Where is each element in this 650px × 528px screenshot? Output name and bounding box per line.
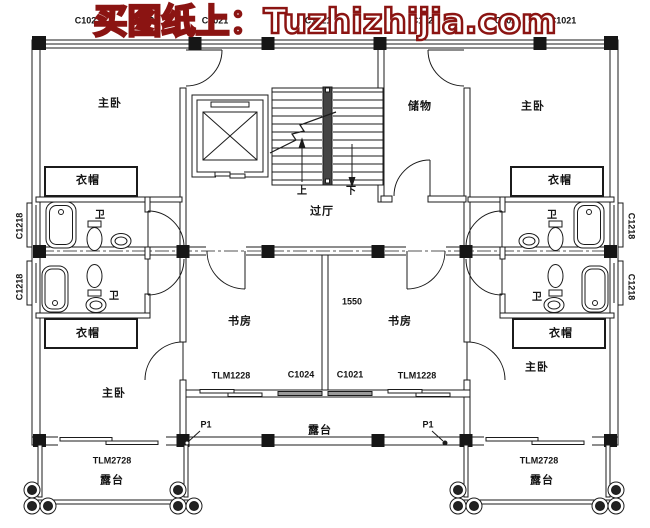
room-label-master-bedroom-br: 主卧 [525,361,549,374]
room-label-bathroom-lr: 卫 [532,292,542,303]
window-tag-c1218-left-upper: C1218 [14,212,25,240]
sink [85,297,107,313]
bathtub [581,265,609,313]
room-label-master-bedroom-bl: 主卧 [102,387,126,400]
elevator [191,94,269,179]
window-tag-c1021-3: C1021 [201,15,229,26]
room-label-master-bedroom-tl: 主卧 [98,97,122,110]
column-cluster [449,481,483,515]
window-tag-c1218-right-lower: C1218 [626,273,637,301]
windows [58,389,592,446]
sink [110,233,132,249]
room-label-study-left: 书房 [228,315,252,328]
stair-break-line [269,111,337,154]
room-label-terrace-center: 露台 [308,424,332,437]
sink [518,233,540,249]
window-tag-c1021-4: C1021 [304,15,332,26]
dimension-1550: 1550 [341,296,363,307]
window-tag-c1021-7: C1021 [549,15,577,26]
stair-down-arrow [348,176,356,188]
column-tag-p1-right: P1 [422,419,434,430]
room-label-bathroom-ur: 卫 [547,210,557,221]
terraces [23,444,625,515]
door-tag-tlm1228-right: TLM1228 [397,370,437,381]
window-tag-c1218-right-upper: C1218 [626,212,637,240]
window-tag-c1218-left-lower: C1218 [14,273,25,301]
column-cluster [23,481,57,515]
toilet [547,264,564,297]
door-tag-tlm2728-right: TLM2728 [519,455,559,466]
closets [44,166,606,349]
staircase [269,86,384,188]
room-label-study-right: 书房 [388,315,412,328]
window-tag-c1021-2: C1021 [132,15,160,26]
room-label-storage: 储物 [408,100,432,113]
site-watermark: 买图纸上：Tuzhizhijia.com [92,2,558,42]
bathtub [45,201,77,249]
column-tag-p1-left: P1 [200,419,212,430]
window-tag-c1021-1: C1021 [74,15,102,26]
window-tag-c1021-6: C1021 [494,15,522,26]
room-label-bathroom-ll: 卫 [109,291,119,302]
room-label-cloakroom-tr: 衣帽 [548,174,572,187]
toilet [86,264,103,297]
room-label-hallway: 过厅 [310,205,334,218]
bathtub [573,201,605,249]
toilet [547,220,564,251]
bathroom-fixtures [41,201,609,313]
doors [144,49,506,381]
stair-label-up: 上 [297,186,307,197]
room-label-bathroom-ul: 卫 [95,210,105,221]
column-cluster [591,481,625,515]
stair-label-down: 下 [346,186,356,197]
sink [543,297,565,313]
p1-leaders [184,430,448,446]
room-label-cloakroom-mr: 衣帽 [549,327,573,340]
window-tag-c1024: C1024 [287,369,315,380]
window-tag-c1021-5: C1021 [411,15,439,26]
structural-columns [32,36,618,447]
window-tag-c1021-mid: C1021 [336,369,364,380]
bathtub [41,265,69,313]
room-label-terrace-left: 露台 [100,474,124,487]
toilet [86,220,103,251]
room-label-master-bedroom-tr: 主卧 [521,100,545,113]
room-label-cloakroom-ml: 衣帽 [76,327,100,340]
column-cluster [169,481,203,515]
room-label-terrace-right: 露台 [530,474,554,487]
door-tag-tlm1228-left: TLM1228 [211,370,251,381]
door-tag-tlm2728-left: TLM2728 [92,455,132,466]
stair-up-arrow [298,137,306,149]
room-label-cloakroom-tl: 衣帽 [76,174,100,187]
